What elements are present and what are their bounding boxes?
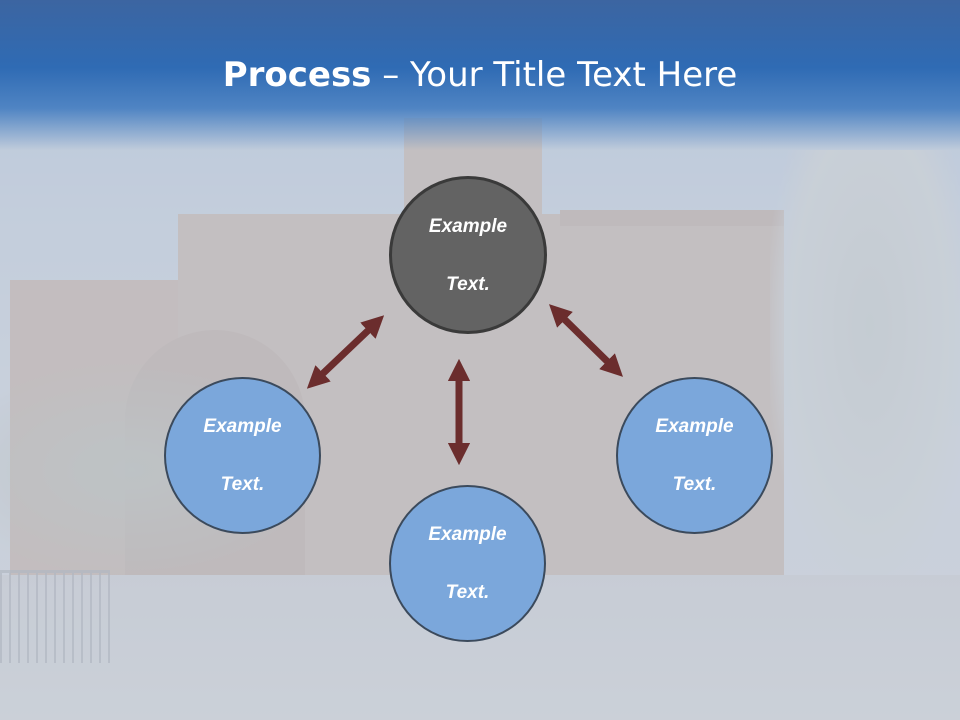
center-node-line1: Example <box>428 215 508 237</box>
title-band <box>0 0 960 150</box>
right-node-line1: Example <box>655 416 734 437</box>
title-rest: – Your Title Text Here <box>371 55 738 95</box>
title-bold: Process <box>222 55 372 95</box>
bottom-node-line2: Text. <box>445 582 490 603</box>
arrow-center-right <box>549 304 623 377</box>
page-title: Process – Your Title Text Here <box>0 52 960 98</box>
right-node-line2: Text. <box>672 474 717 495</box>
left-node-line2: Text. <box>220 474 265 495</box>
bottom-node-line1: Example <box>428 524 507 545</box>
left-node-line1: Example <box>203 416 282 437</box>
center-node-line2: Text. <box>446 273 490 295</box>
arrow-center-left <box>306 315 385 389</box>
